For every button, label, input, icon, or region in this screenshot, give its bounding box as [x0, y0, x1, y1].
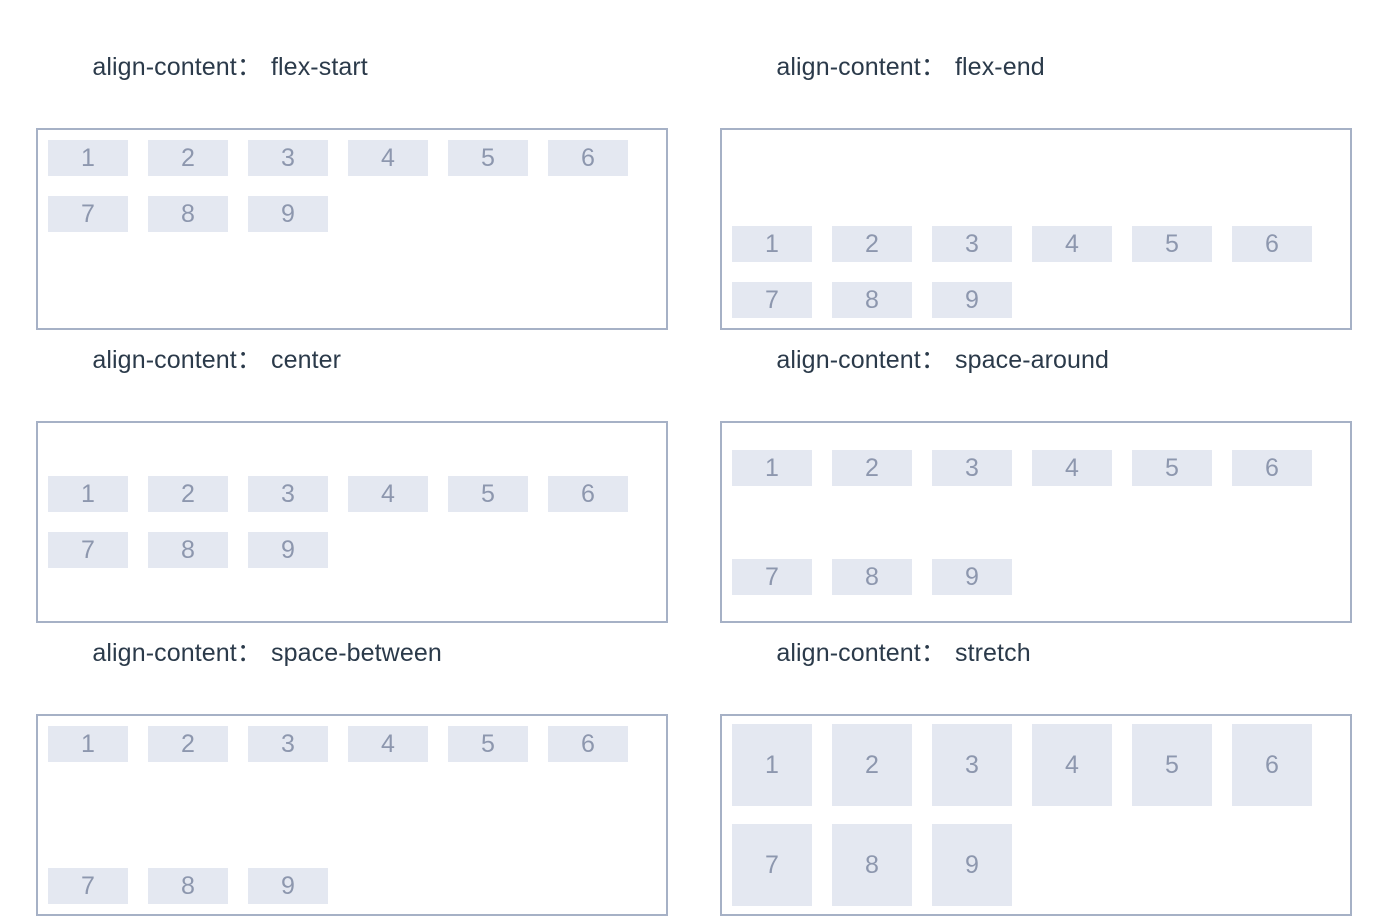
flex-item: 9	[932, 282, 1012, 318]
flex-item: 7	[48, 868, 128, 904]
flex-item: 6	[1232, 724, 1312, 806]
property-value-label: flex-end	[954, 53, 1045, 81]
flex-container-flex-end: 1 2 3 4 5 6 7 8 9	[720, 128, 1352, 330]
flex-item: 2	[148, 140, 228, 176]
panel-title-flex-start: align-content： flex-start	[36, 22, 684, 112]
panel-title-flex-end: align-content： flex-end	[720, 22, 1368, 112]
panel-title-center: align-content： center	[36, 315, 684, 405]
flex-item: 3	[932, 724, 1012, 806]
colon-separator: ：	[236, 53, 262, 81]
flex-container-center: 1 2 3 4 5 6 7 8 9	[36, 421, 668, 623]
panel-center: align-content： center 1 2 3 4 5 6 7 8 9	[36, 315, 684, 623]
property-value-label: flex-start	[270, 53, 368, 81]
property-name-label: align-content	[776, 53, 921, 81]
colon-separator: ：	[920, 346, 946, 374]
flex-item: 5	[448, 140, 528, 176]
colon-separator: ：	[920, 639, 946, 667]
property-name-label: align-content	[92, 639, 237, 667]
flex-item: 9	[932, 558, 1012, 595]
flex-item: 8	[148, 196, 228, 232]
flex-item: 2	[832, 449, 912, 486]
panel-stretch: align-content： stretch 1 2 3 4 5 6 7 8 9	[720, 608, 1368, 916]
flex-item: 9	[248, 868, 328, 904]
flex-item: 5	[448, 476, 528, 512]
flex-item: 5	[448, 726, 528, 762]
panel-space-around: align-content： space-around 1 2 3 4 5 6 …	[720, 315, 1368, 623]
flex-item: 9	[932, 824, 1012, 906]
flex-item: 4	[1032, 724, 1112, 806]
flex-item: 3	[248, 140, 328, 176]
flex-item: 3	[248, 726, 328, 762]
property-name-label: align-content	[776, 346, 921, 374]
flex-item: 1	[48, 140, 128, 176]
flex-item: 6	[548, 726, 628, 762]
flex-item: 6	[1232, 226, 1312, 262]
flex-item: 5	[1132, 724, 1212, 806]
flex-container-flex-start: 1 2 3 4 5 6 7 8 9	[36, 128, 668, 330]
property-value-label: space-around	[954, 346, 1110, 374]
property-value-label: stretch	[954, 639, 1031, 667]
flex-item: 4	[348, 476, 428, 512]
flex-item: 8	[832, 558, 912, 595]
property-value-label: space-between	[270, 639, 442, 667]
colon-separator: ：	[236, 639, 262, 667]
flex-item: 4	[1032, 226, 1112, 262]
flex-container-space-between: 1 2 3 4 5 6 7 8 9	[36, 714, 668, 916]
flex-item: 9	[248, 532, 328, 568]
flex-item: 9	[248, 196, 328, 232]
flex-item: 3	[248, 476, 328, 512]
flex-item: 7	[732, 558, 812, 595]
flex-container-stretch: 1 2 3 4 5 6 7 8 9	[720, 714, 1352, 916]
flex-item: 5	[1132, 449, 1212, 486]
flex-item: 7	[732, 282, 812, 318]
flex-item: 1	[48, 726, 128, 762]
flex-item: 8	[148, 532, 228, 568]
flex-item: 7	[732, 824, 812, 906]
colon-separator: ：	[920, 53, 946, 81]
flex-item: 4	[1032, 449, 1112, 486]
flex-item: 4	[348, 726, 428, 762]
flex-container-space-around: 1 2 3 4 5 6 7 8 9	[720, 421, 1352, 623]
panel-title-space-between: align-content： space-between	[36, 608, 684, 698]
flex-item: 1	[48, 476, 128, 512]
flex-item: 8	[148, 868, 228, 904]
flex-item: 1	[732, 724, 812, 806]
flex-item: 6	[1232, 449, 1312, 486]
property-name-label: align-content	[776, 639, 921, 667]
panel-title-stretch: align-content： stretch	[720, 608, 1368, 698]
flex-item: 2	[832, 226, 912, 262]
flex-item: 4	[348, 140, 428, 176]
flex-item: 6	[548, 476, 628, 512]
flex-item: 3	[932, 226, 1012, 262]
flex-item: 8	[832, 824, 912, 906]
flex-item: 1	[732, 226, 812, 262]
panel-grid: align-content： flex-start 1 2 3 4 5 6 7 …	[36, 22, 1368, 916]
property-value-label: center	[270, 346, 342, 374]
flex-item: 3	[932, 449, 1012, 486]
property-name-label: align-content	[92, 346, 237, 374]
flex-item: 7	[48, 196, 128, 232]
flex-item: 2	[148, 476, 228, 512]
panel-title-space-around: align-content： space-around	[720, 315, 1368, 405]
panel-space-between: align-content： space-between 1 2 3 4 5 6…	[36, 608, 684, 916]
flex-item: 2	[832, 724, 912, 806]
flex-item: 2	[148, 726, 228, 762]
flex-item: 6	[548, 140, 628, 176]
panel-flex-end: align-content： flex-end 1 2 3 4 5 6 7 8 …	[720, 22, 1368, 330]
panel-flex-start: align-content： flex-start 1 2 3 4 5 6 7 …	[36, 22, 684, 330]
flex-item: 5	[1132, 226, 1212, 262]
flex-item: 1	[732, 449, 812, 486]
property-name-label: align-content	[92, 53, 237, 81]
flex-item: 7	[48, 532, 128, 568]
flex-item: 8	[832, 282, 912, 318]
colon-separator: ：	[236, 346, 262, 374]
